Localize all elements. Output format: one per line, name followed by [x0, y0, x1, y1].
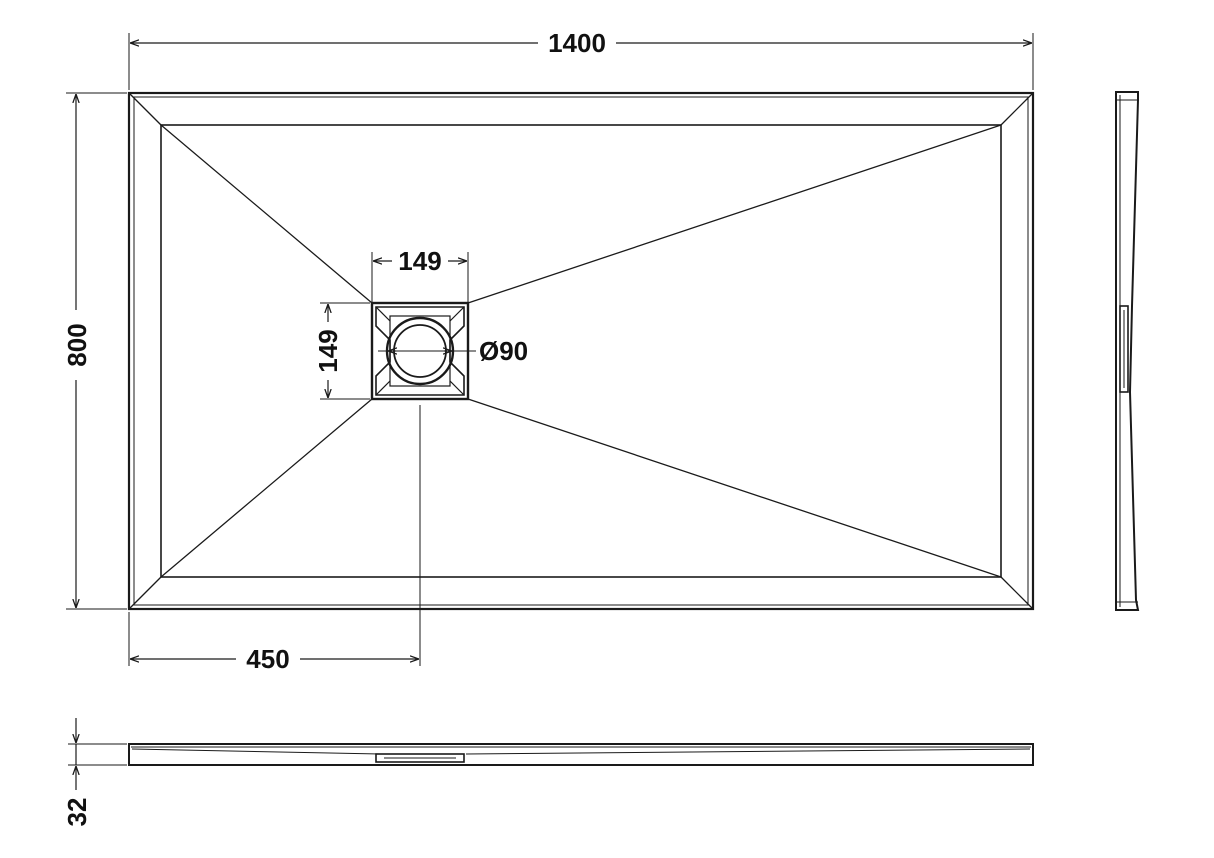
dim-waste-height-label: 149	[313, 329, 343, 372]
dim-width: 800	[62, 92, 127, 610]
dim-width-label: 800	[62, 323, 92, 366]
end-view	[1115, 91, 1140, 611]
dim-waste-diameter: Ø90	[378, 336, 528, 366]
tray-inner-recess	[160, 124, 1002, 578]
dim-length: 1400	[128, 28, 1034, 90]
tray-outer-outline	[127, 91, 1035, 611]
dim-waste-offset: 450	[128, 405, 421, 674]
dim-waste-diameter-label: Ø90	[479, 336, 528, 366]
end-view-outline	[1115, 91, 1140, 611]
plan-view: 1400 800 149 149	[62, 28, 1035, 674]
side-view-outline	[128, 743, 1034, 766]
tray-outer-rim	[133, 96, 1029, 606]
dim-depth: 32	[62, 718, 127, 826]
dim-depth-label: 32	[62, 798, 92, 827]
dim-waste-height: 149	[313, 302, 370, 400]
corner-bevels	[128, 92, 1034, 610]
dim-waste-width-label: 149	[398, 246, 441, 276]
fall-lines	[160, 124, 1002, 578]
side-view: 32	[62, 718, 1034, 826]
dim-waste-width: 149	[371, 246, 469, 302]
dim-length-label: 1400	[548, 28, 606, 58]
dim-waste-offset-label: 450	[246, 644, 289, 674]
